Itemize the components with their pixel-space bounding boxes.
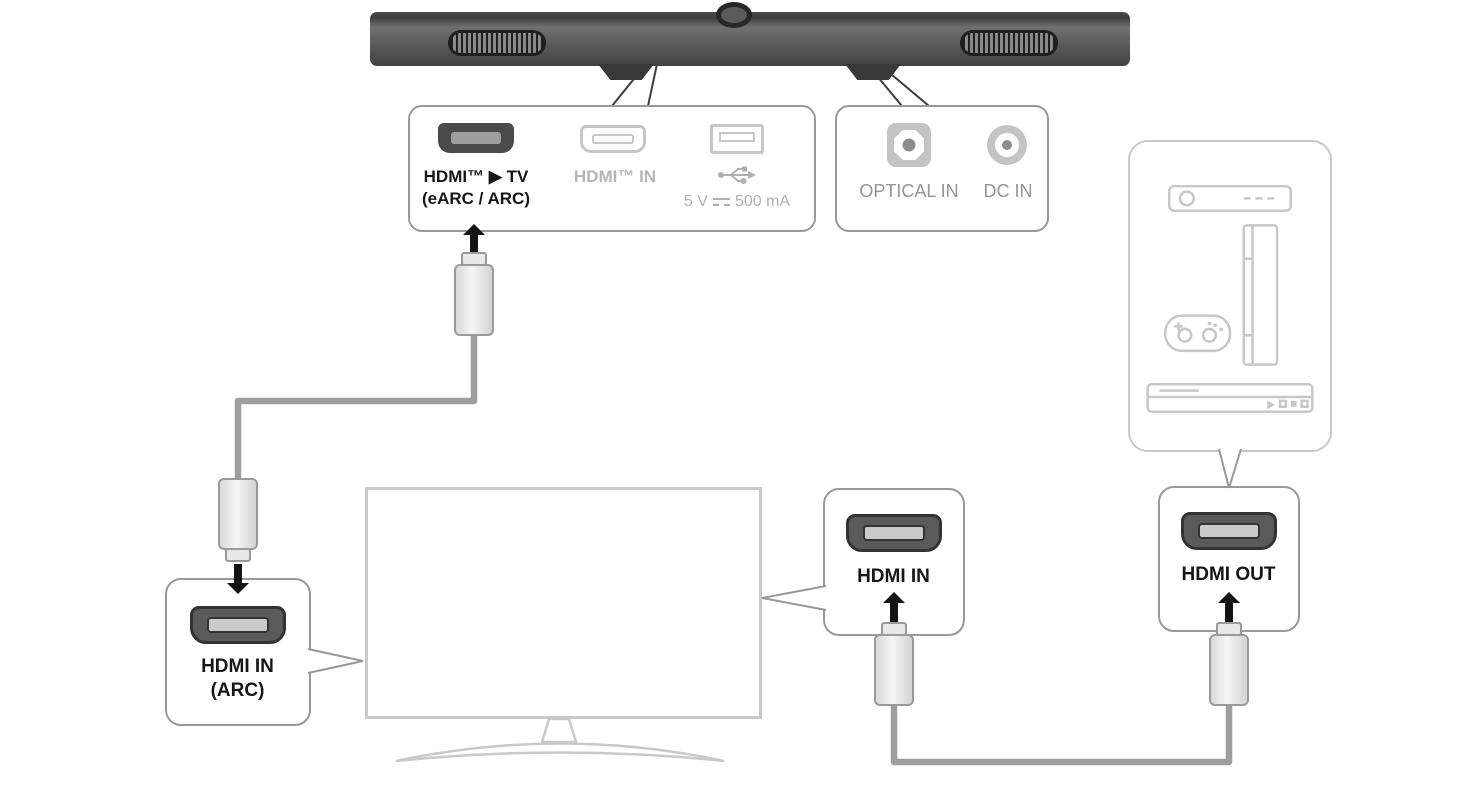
tv-illustration (365, 487, 762, 719)
arrow-down-icon (227, 564, 249, 594)
usb-icon (718, 166, 756, 184)
tv-arc-hdmi-port-icon (190, 606, 286, 644)
tv-stand (395, 717, 725, 763)
game-console-icon (1242, 224, 1279, 366)
optical-port-dot (902, 138, 916, 152)
tv-arc-label-line1: HDMI IN (201, 656, 274, 677)
usb-port-icon (710, 124, 764, 154)
optical-in-port-icon (887, 123, 931, 167)
external-devices-box (1128, 140, 1332, 452)
optical-in-label: OPTICAL IN (859, 181, 959, 201)
usb-port-slot (719, 132, 755, 142)
tv-hdmi-in-port-slot (863, 525, 925, 541)
gamepad-icon (1164, 314, 1232, 353)
soundbar (370, 2, 1130, 80)
tv-arc-label-line2: (ARC) (210, 680, 265, 701)
tv-arc-hdmi-port-slot (207, 617, 269, 633)
arc-callout-pointer (307, 648, 364, 674)
dc-port-pin (1002, 140, 1012, 150)
hdmi-plug-body (454, 264, 494, 336)
disc-player-icon (1146, 383, 1314, 413)
hdmi-tv-port-slot (451, 132, 501, 144)
device-hdmi-out-port-icon (1181, 512, 1277, 550)
hdmi-tv-label-line2: (eARC / ARC) (422, 189, 530, 208)
hdmi-in-label: HDMI™ IN (573, 167, 657, 186)
hdmi-cable-tv-to-device (890, 700, 1233, 766)
hdmi-cable-soundbar-to-tv (234, 330, 478, 482)
hdmi-plug-body (1209, 634, 1249, 706)
tv-hdmi-in-port-icon (846, 514, 942, 552)
arrow-up-icon (1218, 592, 1240, 622)
soundbar-right-bracket (845, 64, 901, 80)
dc-in-label: DC IN (983, 181, 1033, 201)
hdmi-in-port-slot (592, 134, 634, 144)
tv-hdmi-in-label: HDMI IN (857, 566, 930, 587)
power-optical-panel: OPTICAL IN DC IN (835, 105, 1049, 232)
dc-current-symbol-icon (712, 197, 730, 208)
soundbar-top-knob (716, 2, 752, 28)
hdmi-plug-body (874, 634, 914, 706)
hdmi-in-port-icon (580, 125, 646, 153)
soundbar-left-bracket (598, 64, 654, 80)
hdmi-tv-label-line1: HDMI™ ▶ TV (423, 167, 529, 186)
hdmi-plug-tip (225, 548, 251, 562)
dc-in-port-icon (987, 125, 1027, 165)
rear-ports-panel: HDMI™ ▶ TV (eARC / ARC) HDMI™ IN 5 V 500… (408, 105, 816, 232)
hdmi-tv-port-icon (438, 123, 514, 153)
devices-illustration (1146, 184, 1314, 413)
arrow-up-icon (883, 592, 905, 622)
hdmi-in-callout-pointer (761, 585, 827, 611)
device-hdmi-out-label: HDMI OUT (1181, 564, 1276, 585)
arrow-up-icon (463, 224, 485, 254)
soundbar-left-grille-icon (448, 30, 546, 56)
devices-callout-pointer (1218, 448, 1242, 489)
set-top-box-icon (1167, 184, 1293, 212)
soundbar-right-grille-icon (960, 30, 1058, 56)
tv-arc-callout-panel: HDMI IN (ARC) (165, 578, 311, 726)
hdmi-plug-body (218, 478, 258, 550)
device-hdmi-out-port-slot (1198, 523, 1260, 539)
usb-volts: 5 V (683, 193, 708, 210)
usb-rating-label: 5 V 500 mA (665, 193, 809, 211)
usb-current: 500 mA (734, 193, 791, 210)
